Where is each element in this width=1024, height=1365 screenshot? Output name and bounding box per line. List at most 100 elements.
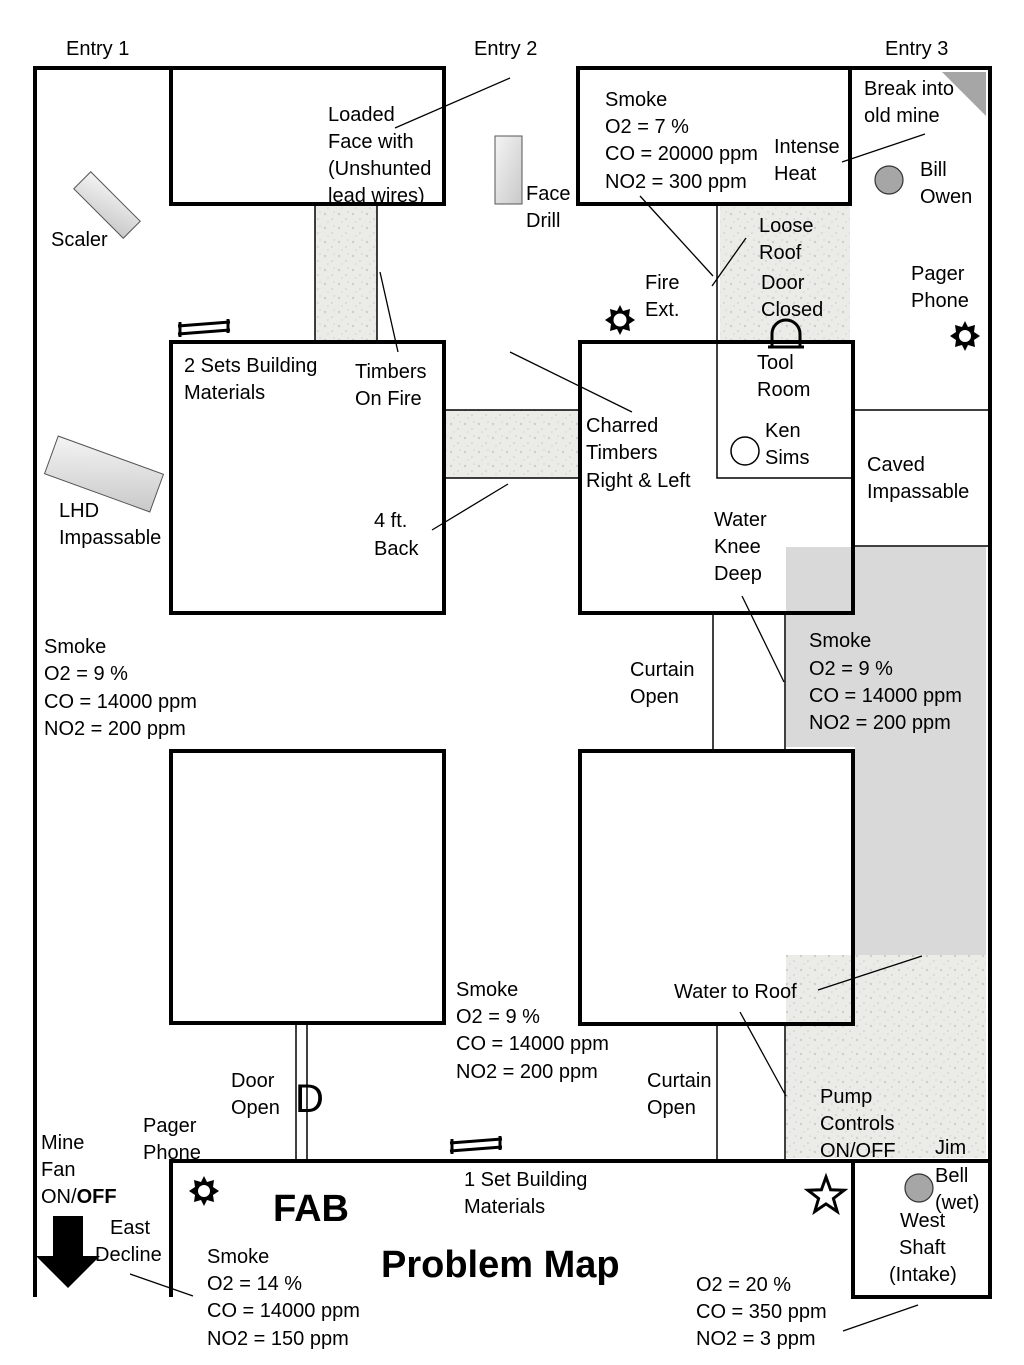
leader-intense-heat xyxy=(841,133,926,163)
face-drill-label: Face Drill xyxy=(526,183,570,232)
svg-text:Smoke: Smoke xyxy=(44,636,106,658)
leader-charred xyxy=(509,351,633,413)
svg-text:Decline: Decline xyxy=(95,1244,162,1266)
svg-text:LHD: LHD xyxy=(59,500,99,522)
person-jim-bell-icon xyxy=(904,1173,934,1203)
pillar-top-right xyxy=(576,66,852,206)
svg-text:Phone: Phone xyxy=(911,290,969,312)
svg-text:(wet): (wet) xyxy=(935,1192,979,1214)
east-decline-label: East Decline xyxy=(95,1217,162,1266)
curtain-open-lower-label: Curtain Open xyxy=(647,1070,711,1119)
svg-text:Roof: Roof xyxy=(759,242,802,264)
svg-text:O2 = 20 %: O2 = 20 % xyxy=(696,1274,791,1296)
rubble-crosscut-top xyxy=(315,205,377,342)
svg-text:CO = 14000 ppm: CO = 14000 ppm xyxy=(207,1300,360,1322)
svg-text:Face: Face xyxy=(526,183,570,205)
svg-text:(Unshunted: (Unshunted xyxy=(328,158,431,180)
pager-phone-ne-label: Pager Phone xyxy=(911,263,969,312)
west-shaft-label: West Shaft (Intake) xyxy=(889,1210,957,1286)
svg-text:Pager: Pager xyxy=(143,1115,197,1137)
svg-text:Open: Open xyxy=(647,1097,696,1119)
entry-2-label: Entry 2 xyxy=(474,38,537,60)
svg-text:Ken: Ken xyxy=(765,420,801,442)
svg-text:ON/OFF: ON/OFF xyxy=(41,1186,117,1208)
pillar-low-left xyxy=(169,749,446,1025)
smoke-reading-right-mid: Smoke O2 = 9 % CO = 14000 ppm NO2 = 200 … xyxy=(809,630,962,734)
svg-text:O2 = 9 %: O2 = 9 % xyxy=(456,1006,540,1028)
svg-text:Open: Open xyxy=(630,686,679,708)
intake-reading: O2 = 20 % CO = 350 ppm NO2 = 3 ppm xyxy=(696,1274,827,1350)
rubble-crosscut-mid xyxy=(446,410,578,478)
svg-text:Caved: Caved xyxy=(867,454,925,476)
svg-text:Heat: Heat xyxy=(774,163,817,185)
svg-text:West: West xyxy=(900,1210,946,1232)
leader-smoke-top xyxy=(639,195,714,277)
entry-1-label: Entry 1 xyxy=(66,38,129,60)
svg-text:Timbers: Timbers xyxy=(586,442,657,464)
svg-text:NO2 = 200 ppm: NO2 = 200 ppm xyxy=(456,1061,598,1083)
svg-text:CO = 350 ppm: CO = 350 ppm xyxy=(696,1301,827,1323)
svg-text:Timbers: Timbers xyxy=(355,361,426,383)
svg-text:Open: Open xyxy=(231,1097,280,1119)
door-open-symbol: D xyxy=(295,1077,324,1121)
svg-text:Closed: Closed xyxy=(761,299,823,321)
svg-text:(Intake): (Intake) xyxy=(889,1264,957,1286)
svg-text:lead wires): lead wires) xyxy=(328,185,425,207)
door-closed-icon xyxy=(768,318,804,349)
svg-text:Pager: Pager xyxy=(911,263,965,285)
shaded-smoke-area-lower xyxy=(855,747,986,955)
svg-text:Smoke: Smoke xyxy=(605,89,667,111)
scaler-icon xyxy=(73,171,141,239)
water-knee-deep-label: Water Knee Deep xyxy=(714,509,767,585)
rubble-pump-area xyxy=(786,955,986,1158)
svg-text:Bell: Bell xyxy=(935,1165,968,1187)
svg-text:Smoke: Smoke xyxy=(809,630,871,652)
svg-text:4 ft.: 4 ft. xyxy=(374,510,407,532)
loose-roof-label: Loose Roof xyxy=(759,215,814,264)
svg-text:Door: Door xyxy=(761,272,805,294)
jim-bell-label: Jim Bell (wet) xyxy=(935,1137,979,1214)
leader-loose-roof xyxy=(711,237,747,287)
svg-text:East: East xyxy=(110,1217,150,1239)
charred-timbers-label: Charred Timbers Right & Left xyxy=(586,415,691,492)
leader-loaded-face xyxy=(394,77,511,129)
tool-room-label: Tool Room xyxy=(757,352,810,401)
leader-intake xyxy=(842,1304,919,1332)
svg-text:Bill: Bill xyxy=(920,159,947,181)
smoke-reading-left-mid: Smoke O2 = 9 % CO = 14000 ppm NO2 = 200 … xyxy=(44,636,197,740)
smoke-reading-top-right: Smoke O2 = 7 % CO = 20000 ppm NO2 = 300 … xyxy=(605,89,758,193)
svg-text:CO = 14000 ppm: CO = 14000 ppm xyxy=(44,691,197,713)
timbers-on-fire-label: Timbers On Fire xyxy=(355,361,426,410)
svg-text:Door: Door xyxy=(231,1070,275,1092)
svg-text:NO2 = 200 ppm: NO2 = 200 ppm xyxy=(809,712,951,734)
pump-controls-label: Pump Controls ON/OFF xyxy=(820,1086,896,1162)
svg-text:Tool: Tool xyxy=(757,352,794,374)
svg-text:Shaft: Shaft xyxy=(899,1237,946,1259)
svg-text:1 Set Building: 1 Set Building xyxy=(464,1169,587,1191)
svg-text:NO2 = 300 ppm: NO2 = 300 ppm xyxy=(605,171,747,193)
svg-text:Loose: Loose xyxy=(759,215,814,237)
svg-text:Controls: Controls xyxy=(820,1113,894,1135)
loaded-face-label: Loaded Face with (Unshunted lead wires) xyxy=(328,104,431,207)
bill-owen-label: Bill Owen xyxy=(920,159,972,208)
svg-text:Impassable: Impassable xyxy=(867,481,969,503)
svg-text:CO = 14000 ppm: CO = 14000 ppm xyxy=(456,1033,609,1055)
mine-fan-arrow-icon xyxy=(36,1216,100,1288)
person-bill-owen-icon xyxy=(874,165,904,195)
door-open-label: Door Open xyxy=(231,1070,280,1119)
mine-fan-label: Mine Fan ON/OFF xyxy=(41,1132,117,1208)
svg-text:ON/OFF: ON/OFF xyxy=(820,1140,896,1162)
pillar-mid-left xyxy=(169,340,446,615)
face-drill-icon xyxy=(494,135,523,205)
svg-text:O2 = 9 %: O2 = 9 % xyxy=(44,663,128,685)
leader-water-knee xyxy=(741,595,785,683)
caved-impassable-label: Caved Impassable xyxy=(867,454,969,503)
svg-text:O2 = 14 %: O2 = 14 % xyxy=(207,1273,302,1295)
svg-text:Smoke: Smoke xyxy=(456,979,518,1001)
svg-text:NO2 = 200 ppm: NO2 = 200 ppm xyxy=(44,718,186,740)
svg-text:Water: Water xyxy=(714,509,767,531)
svg-text:Knee: Knee xyxy=(714,536,761,558)
svg-text:old mine: old mine xyxy=(864,105,940,127)
svg-text:Mine: Mine xyxy=(41,1132,84,1154)
